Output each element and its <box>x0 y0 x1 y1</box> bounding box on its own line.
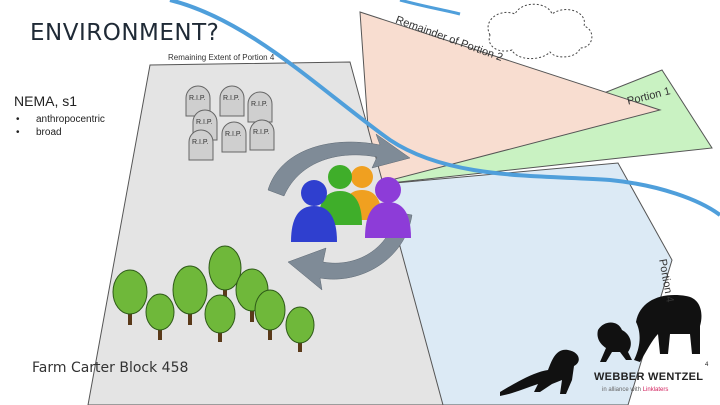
logo-tagline-prefix: in alliance with <box>602 387 641 393</box>
gravestone-icon: R.I.P. <box>220 86 244 116</box>
svg-text:R.I.P.: R.I.P. <box>196 119 213 126</box>
nema-bullet-list: anthropocentric broad <box>14 113 105 139</box>
gravestone-icon: R.I.P. <box>250 120 274 150</box>
svg-text:R.I.P.: R.I.P. <box>192 139 209 146</box>
page-title: ENVIRONMENT? <box>30 20 219 46</box>
svg-text:R.I.P.: R.I.P. <box>251 101 268 108</box>
nema-bullet: broad <box>14 126 105 139</box>
gravestones: R.I.P. R.I.P. R.I.P. R.I.P. R.I.P. R.I.P… <box>186 86 274 160</box>
svg-text:R.I.P.: R.I.P. <box>253 129 270 136</box>
river-upper <box>400 0 460 14</box>
gravestone-icon: R.I.P. <box>248 92 272 122</box>
farm-label: Farm Carter Block 458 <box>32 360 188 376</box>
nema-heading: NEMA, s1 <box>14 93 77 109</box>
svg-text:R.I.P.: R.I.P. <box>225 131 242 138</box>
nema-bullet: anthropocentric <box>14 113 105 126</box>
logo-mark: 4 <box>705 362 708 368</box>
gravestone-icon: R.I.P. <box>189 130 213 160</box>
svg-text:R.I.P.: R.I.P. <box>223 95 240 102</box>
cloud-icon <box>488 4 592 58</box>
logo-tagline-highlight: Linklaters <box>643 387 669 393</box>
logo-tagline: in alliance with Linklaters <box>602 387 668 393</box>
svg-text:R.I.P.: R.I.P. <box>189 95 206 102</box>
remaining-extent-label: Remaining Extent of Portion 4 <box>168 53 274 62</box>
gravestone-icon: R.I.P. <box>222 122 246 152</box>
logo-name: WEBBER WENTZEL <box>594 371 703 383</box>
